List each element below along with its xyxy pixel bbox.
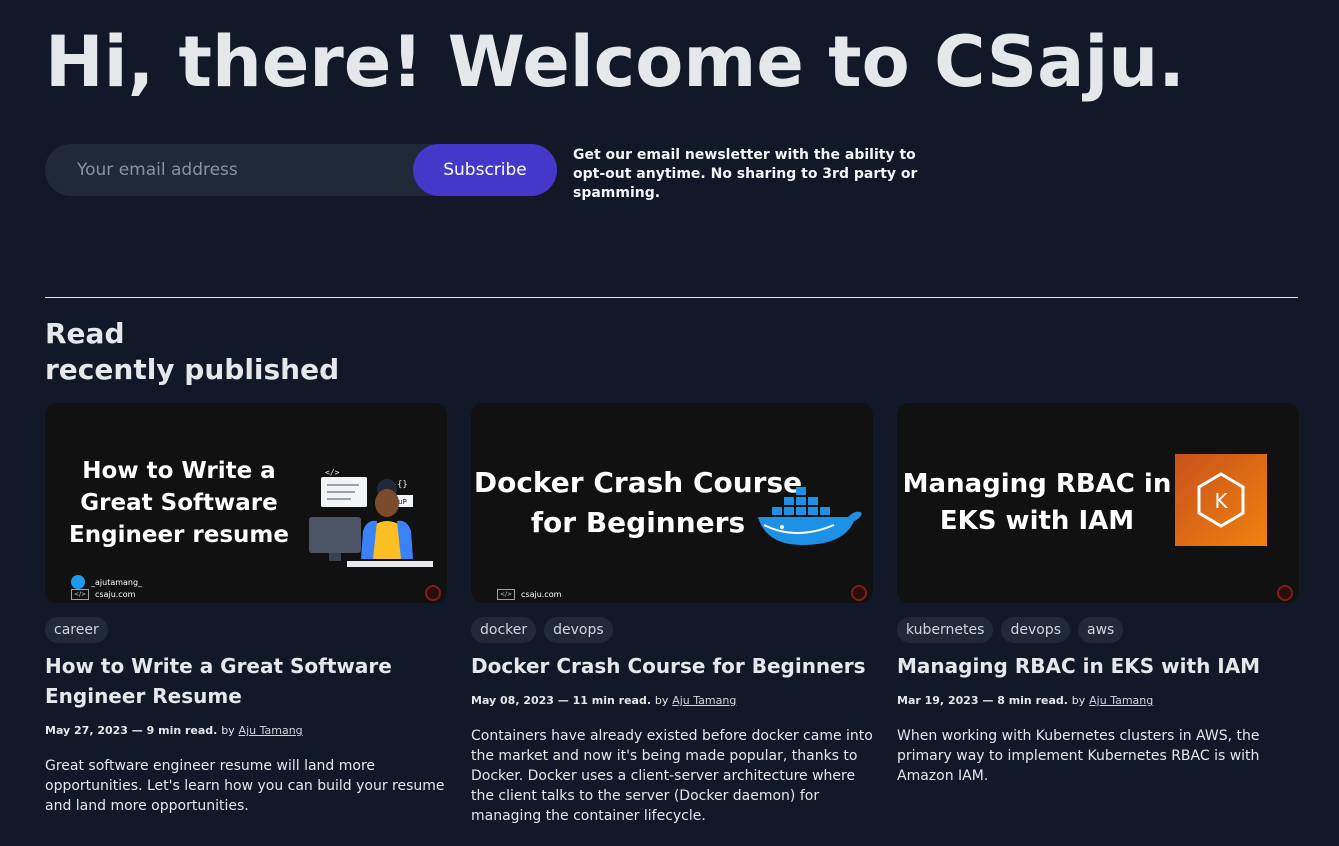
post-excerpt: Great software engineer resume will land… [45,758,445,814]
svg-text:K: K [1214,489,1228,513]
code-icon: </> [497,589,515,600]
thumbnail-site: csaju.com [95,590,136,599]
thumbnail-title: Docker Crash Course for Beginners [473,466,803,539]
tag-list: docker devops [471,617,873,643]
post-date: Mar 19, 2023 — 8 min read. [897,694,1068,707]
page-title: Hi, there! Welcome to CSaju. [45,21,1185,103]
eks-hexagon-icon: K [1197,472,1245,528]
by-label: by [221,724,235,737]
post-meta: May 27, 2023 — 9 min read. by Aju Tamang [45,724,447,737]
tag-list: career [45,617,447,643]
site-logo-icon [425,585,441,601]
by-label: by [654,694,669,707]
svg-text:{}: {} [397,480,408,490]
post-meta: May 08, 2023 — 11 min read. by Aju Taman… [471,694,873,707]
post-title[interactable]: Managing RBAC in EKS with IAM [897,654,1261,678]
thumbnail-footer: </> csaju.com [71,589,135,600]
tag-list: kubernetes devops aws [897,617,1299,643]
tag[interactable]: devops [544,617,613,643]
tag[interactable]: kubernetes [897,617,994,643]
author-link[interactable]: Aju Tamang [238,724,303,737]
thumbnail-handle: _ajutamang_ [71,575,142,589]
post-date: May 27, 2023 — 9 min read. [45,724,218,737]
developer-illustration-icon: </> {} PuP [309,468,433,567]
post-card: Managing RBAC in EKS with IAM K kubernet… [897,403,1299,826]
section-heading-line2: recently published [45,353,340,386]
site-logo-icon [851,585,867,601]
docker-whale-icon [758,487,862,545]
tag[interactable]: aws [1077,617,1124,643]
svg-text:PuP: PuP [394,498,407,506]
tag[interactable]: docker [471,617,537,643]
code-icon: </> [71,589,89,600]
email-input[interactable] [45,144,415,196]
post-excerpt: Containers have already existed before d… [471,728,873,824]
by-label: by [1071,694,1086,707]
post-list: How to Write a Great Software Engineer r… [45,403,1299,826]
post-thumbnail[interactable]: How to Write a Great Software Engineer r… [45,403,447,603]
post-excerpt: When working with Kubernetes clusters in… [897,728,1260,784]
author-link[interactable]: Aju Tamang [672,694,737,707]
tag[interactable]: career [45,617,108,643]
newsletter-form: Subscribe Get our email newsletter with … [45,144,923,203]
section-divider [45,297,1298,298]
thumbnail-title: Managing RBAC in EKS with IAM [902,469,1172,536]
twitter-icon [71,575,85,589]
post-meta: Mar 19, 2023 — 8 min read. by Aju Tamang [897,694,1299,707]
aws-eks-icon: K [1175,454,1267,546]
svg-text:</>: </> [325,468,340,477]
thumbnail-title: How to Write a Great Software Engineer r… [69,458,289,548]
thumbnail-footer: </> csaju.com [497,589,561,600]
tag[interactable]: devops [1001,617,1070,643]
post-title[interactable]: Docker Crash Course for Beginners [471,654,866,678]
post-thumbnail[interactable]: Docker Crash Course for Beginners </> cs… [471,403,873,603]
post-card: Docker Crash Course for Beginners </> cs… [471,403,873,826]
author-link[interactable]: Aju Tamang [1089,694,1154,707]
section-heading-line1: Read [45,317,125,350]
section-heading: Read recently published [45,316,339,388]
newsletter-note: Get our email newsletter with the abilit… [573,147,918,201]
thumbnail-site: csaju.com [521,590,562,599]
post-title[interactable]: How to Write a Great Software Engineer R… [45,654,392,708]
site-logo-icon [1277,585,1293,601]
subscribe-button[interactable]: Subscribe [413,144,557,196]
email-field-wrapper: Subscribe [45,144,557,196]
post-date: May 08, 2023 — 11 min read. [471,694,652,707]
post-thumbnail[interactable]: Managing RBAC in EKS with IAM K [897,403,1299,603]
post-card: How to Write a Great Software Engineer r… [45,403,447,826]
twitter-handle: _ajutamang_ [91,577,143,587]
